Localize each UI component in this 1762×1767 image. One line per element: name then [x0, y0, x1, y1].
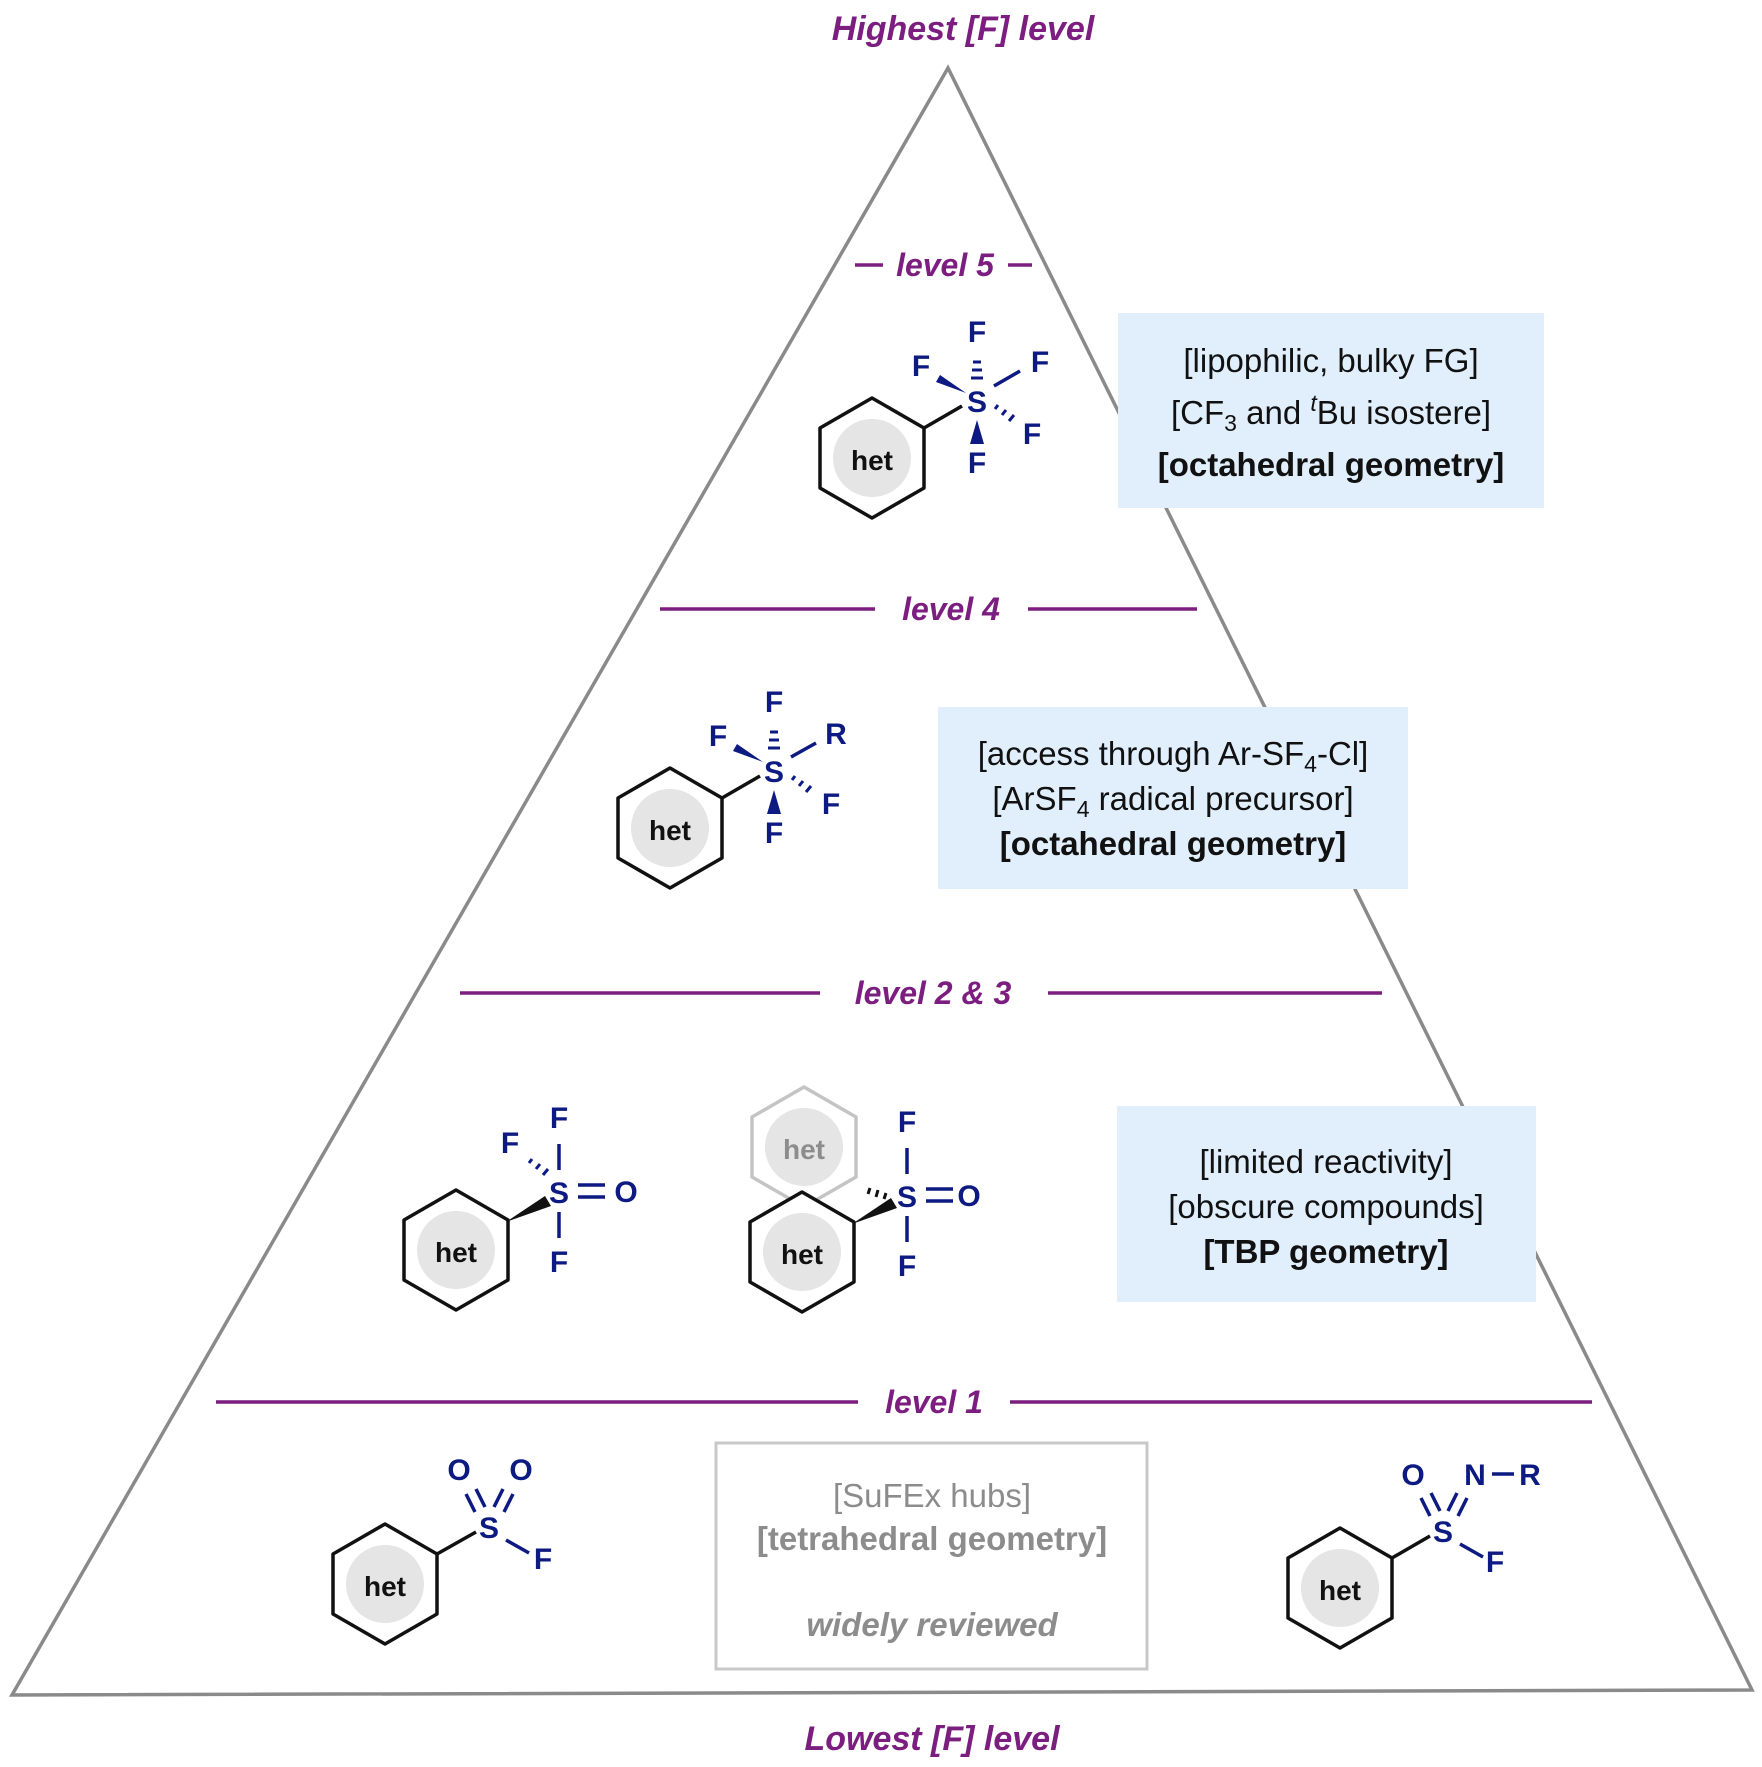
fluorine-atom: F [898, 1106, 916, 1139]
nitrogen-atom: N [1464, 1459, 1486, 1492]
r-group-atom: R [1519, 1459, 1541, 1492]
fluorine-atom: F [1031, 346, 1049, 379]
box-line: [octahedral geometry] [1158, 446, 1505, 483]
level-2-3-info-box: [limited reactivity] [obscure compounds]… [1117, 1106, 1536, 1302]
het-ring-label: het [851, 445, 893, 476]
oxygen-atom: O [1401, 1459, 1424, 1492]
level-4-info-box: [access through Ar-SF4-Cl] [ArSF4 radica… [938, 707, 1408, 889]
het-ring-label: het [1319, 1575, 1361, 1606]
arso2f-molecule: het S O O F [331, 1454, 552, 1646]
het-ring-label: het [364, 1571, 406, 1602]
sulfur-atom: S [1433, 1516, 1453, 1549]
fluorine-atom: F [822, 788, 840, 821]
box-line: [lipophilic, bulky FG] [1183, 342, 1478, 379]
oxygen-atom: O [957, 1180, 980, 1213]
het-ring-label: het [435, 1237, 477, 1268]
lowest-f-level-label: Lowest [F] level [804, 1720, 1061, 1758]
box-line: [SuFEx hubs] [833, 1477, 1031, 1514]
box-line: [limited reactivity] [1199, 1143, 1452, 1180]
fluorine-atom: F [534, 1543, 552, 1576]
fluorine-atom: F [709, 720, 727, 753]
arsf5-molecule: het S F F F F F [818, 316, 1049, 520]
grey-het-ring: het [750, 1085, 858, 1209]
highest-f-level-label: Highest [F] level [832, 10, 1096, 48]
fluorine-atom: F [968, 316, 986, 349]
level-5-info-box: [lipophilic, bulky FG] [CF3 and tBu isos… [1118, 313, 1544, 508]
level-2-3-label: level 2 & 3 [855, 975, 1012, 1011]
sulfur-atom: S [479, 1512, 499, 1545]
sulfur-atom: S [764, 756, 784, 789]
fluorine-atom: F [765, 817, 783, 850]
level-4-label: level 4 [902, 591, 1000, 627]
box-line: [obscure compounds] [1168, 1188, 1484, 1225]
fluorine-atom: F [968, 447, 986, 480]
box-line: [CF3 and tBu isostere] [1171, 390, 1491, 436]
box-line: [ArSF4 radical precursor] [992, 780, 1353, 822]
het-ring-label: het [783, 1134, 825, 1165]
ar2sf2o-molecule: het het S F O F [748, 1085, 981, 1314]
level-1-label: level 1 [885, 1384, 983, 1420]
box-line: widely reviewed [806, 1606, 1058, 1643]
fluorine-atom: F [912, 350, 930, 383]
fluorine-atom: F [550, 1102, 568, 1135]
fluorine-atom: F [1023, 418, 1041, 451]
level-5-label: level 5 [896, 247, 995, 283]
fluorine-atom: F [501, 1127, 519, 1160]
box-line: [access through Ar-SF4-Cl] [978, 735, 1369, 777]
sulfur-atom: S [967, 386, 987, 419]
box-line: [tetrahedral geometry] [757, 1520, 1107, 1557]
box-line: [TBP geometry] [1203, 1233, 1448, 1270]
arsf4r-molecule: het S F F R F F [616, 686, 847, 890]
oxygen-atom: O [509, 1454, 532, 1487]
level-1-info-box: [SuFEx hubs] [tetrahedral geometry] wide… [714, 1441, 1149, 1671]
sulfur-atom: S [549, 1177, 569, 1210]
box-line: [octahedral geometry] [1000, 825, 1347, 862]
het-ring-label: het [781, 1239, 823, 1270]
fluorine-atom: F [765, 686, 783, 719]
arsf3o-molecule: het S F F O F [402, 1102, 638, 1312]
sulfur-atom: S [897, 1181, 917, 1214]
fluorine-atom: F [898, 1250, 916, 1283]
oxygen-atom: O [447, 1454, 470, 1487]
sulfonimidoyl-fluoride-molecule: het S O N R F [1286, 1459, 1541, 1650]
fluorine-atom: F [1486, 1546, 1504, 1579]
fluorine-atom: F [550, 1246, 568, 1279]
oxygen-atom: O [614, 1176, 637, 1209]
r-group-atom: R [825, 718, 847, 751]
het-ring-label: het [649, 815, 691, 846]
